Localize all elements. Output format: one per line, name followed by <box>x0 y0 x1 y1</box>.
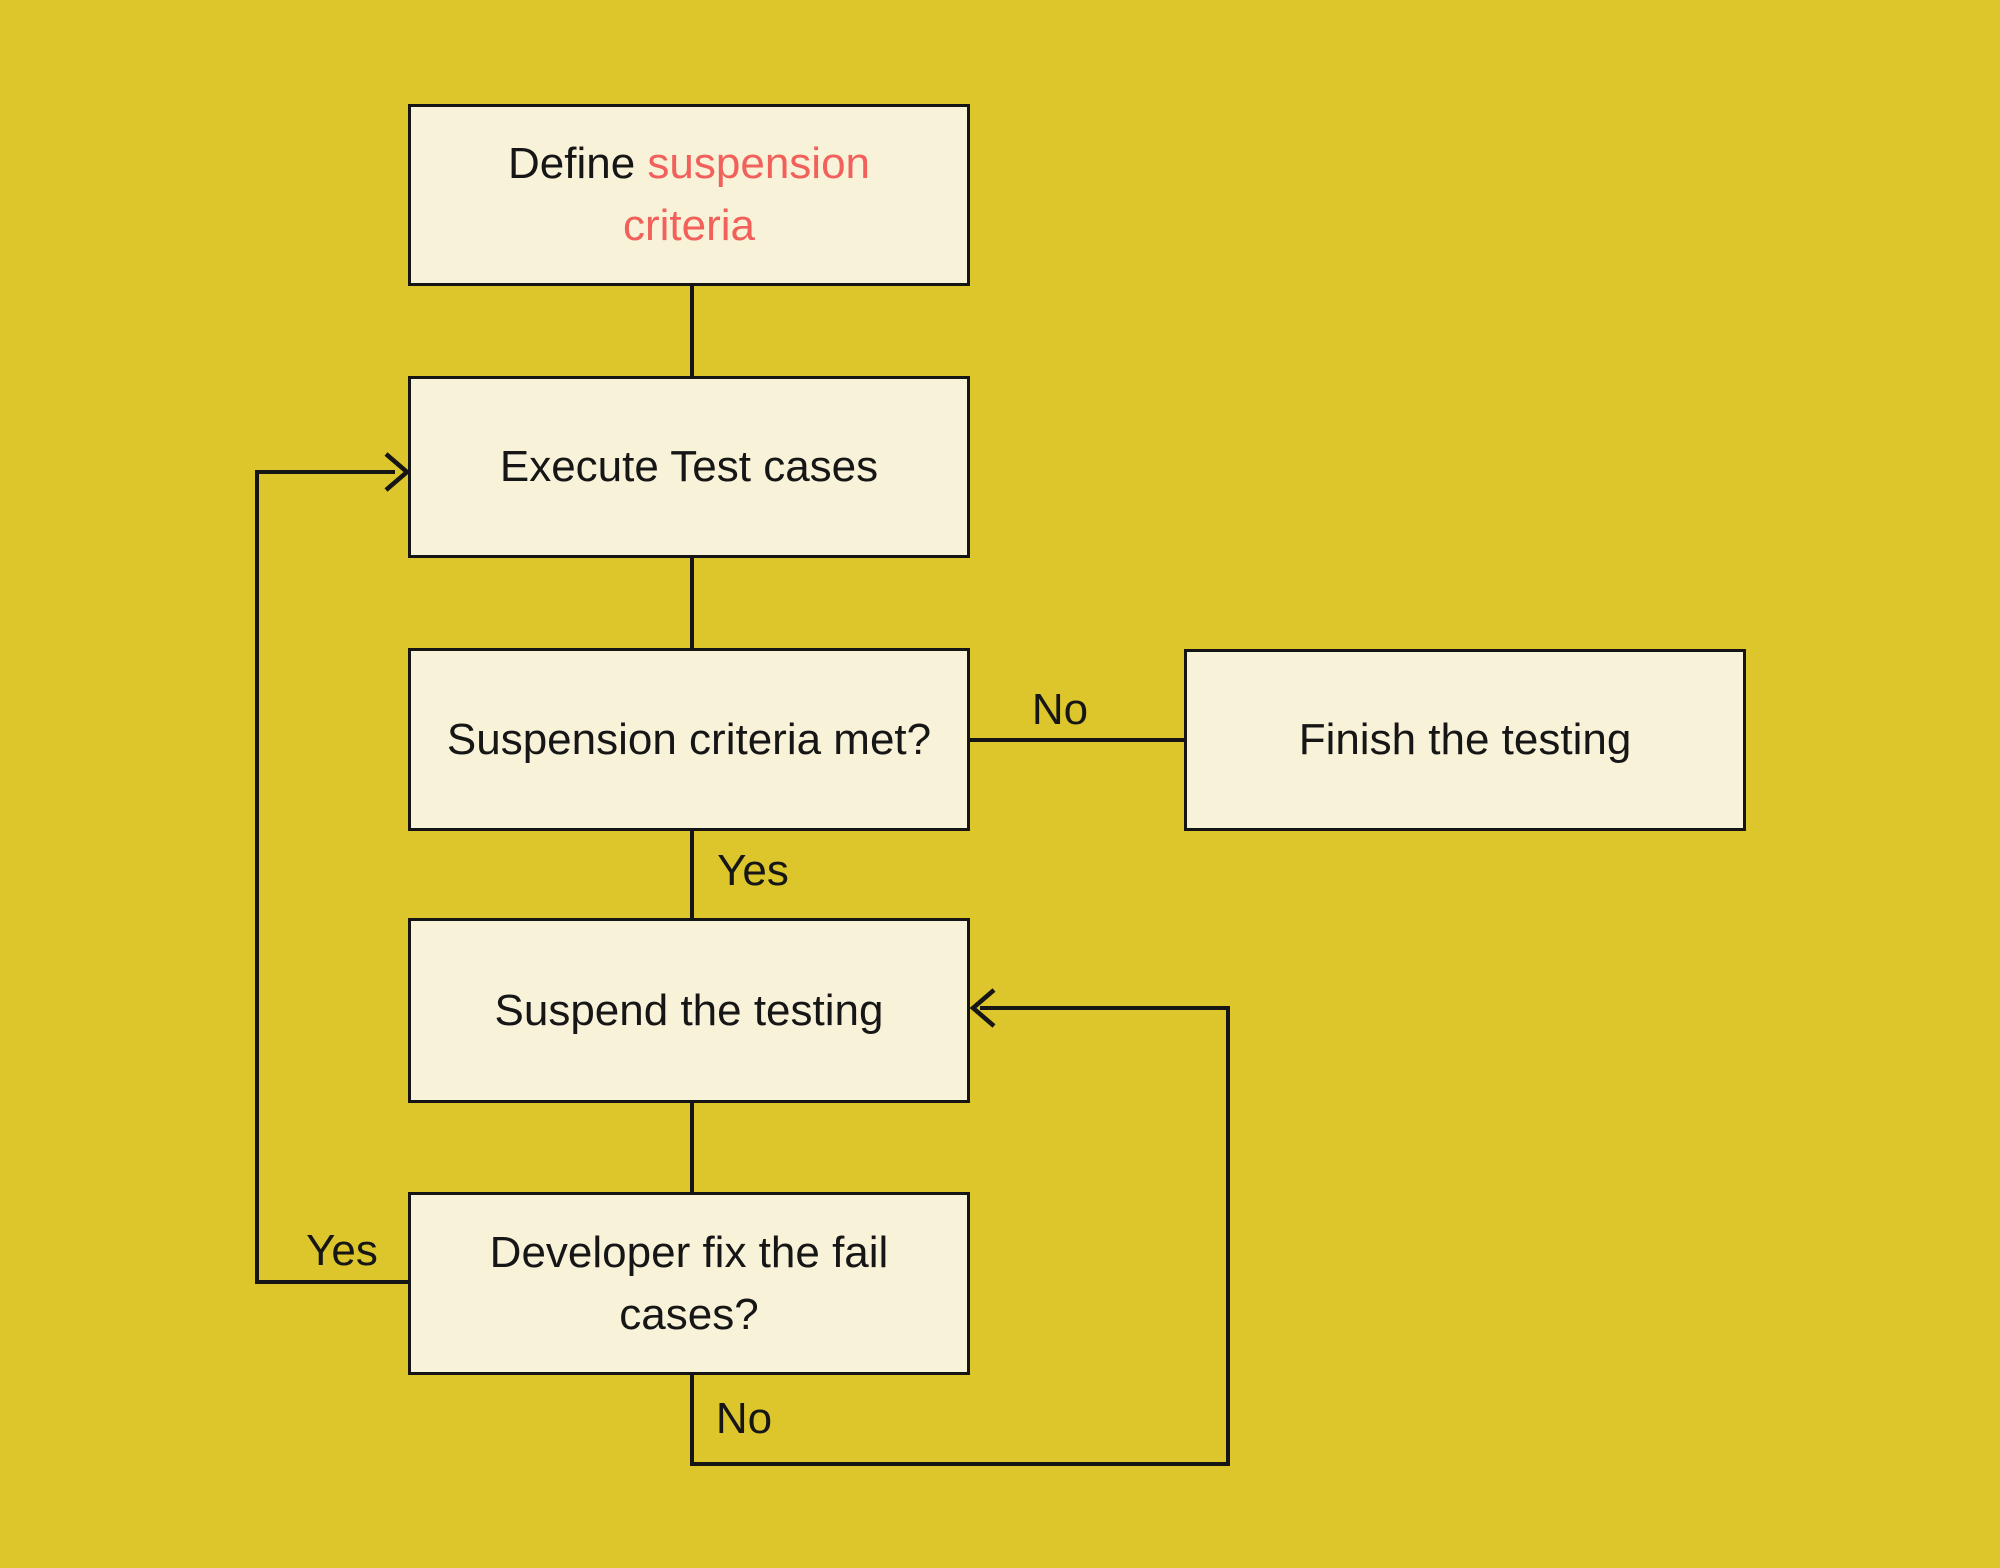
connector-developer-no-right-segment <box>1226 1006 1230 1466</box>
edge-label-developer-yes: Yes <box>306 1226 378 1275</box>
node-execute-test-cases: Execute Test cases <box>408 376 970 558</box>
node-suspend-the-testing: Suspend the testing <box>408 918 970 1103</box>
connector-developer-no-down-segment <box>690 1374 694 1466</box>
connector-developer-no-bottom-segment <box>690 1462 1230 1466</box>
connector-execute-to-criteria <box>690 557 694 650</box>
edge-label-criteria-no: No <box>1031 685 1089 734</box>
node-suspension-criteria-met: Suspension criteria met? <box>408 648 970 831</box>
node-define-prefix-text: Define <box>507 139 636 188</box>
node-finish-the-testing: Finish the testing <box>1184 649 1746 831</box>
connector-criteria-to-finish <box>968 738 1186 742</box>
node-define-highlight-text: suspension criteria <box>622 139 871 250</box>
connector-define-to-execute <box>690 285 694 378</box>
node-criteria-label: Suspension criteria met? <box>446 714 932 764</box>
connector-developer-no-into-suspend <box>980 1006 1230 1010</box>
connector-criteria-to-suspend <box>690 830 694 920</box>
node-execute-label: Execute Test cases <box>499 442 879 491</box>
node-finish-label: Finish the testing <box>1298 715 1632 764</box>
edge-label-developer-no: No <box>715 1394 773 1443</box>
connector-suspend-to-developer <box>690 1102 694 1194</box>
node-define-label: Define suspension criteria <box>441 133 937 257</box>
connector-developer-yes-into-execute <box>255 470 395 474</box>
edge-label-criteria-yes: Yes <box>717 846 789 895</box>
connector-developer-yes-up-segment <box>255 470 259 1284</box>
node-suspend-label: Suspend the testing <box>494 985 884 1035</box>
arrowhead-right-icon <box>384 452 411 492</box>
node-define-suspension-criteria: Define suspension criteria <box>408 104 970 286</box>
node-developer-label: Developer fix the fail cases? <box>489 1227 889 1339</box>
node-developer-fix-fail-cases: Developer fix the fail cases? <box>408 1192 970 1375</box>
arrowhead-left-icon <box>969 988 996 1028</box>
connector-developer-yes-left-segment <box>255 1280 410 1284</box>
